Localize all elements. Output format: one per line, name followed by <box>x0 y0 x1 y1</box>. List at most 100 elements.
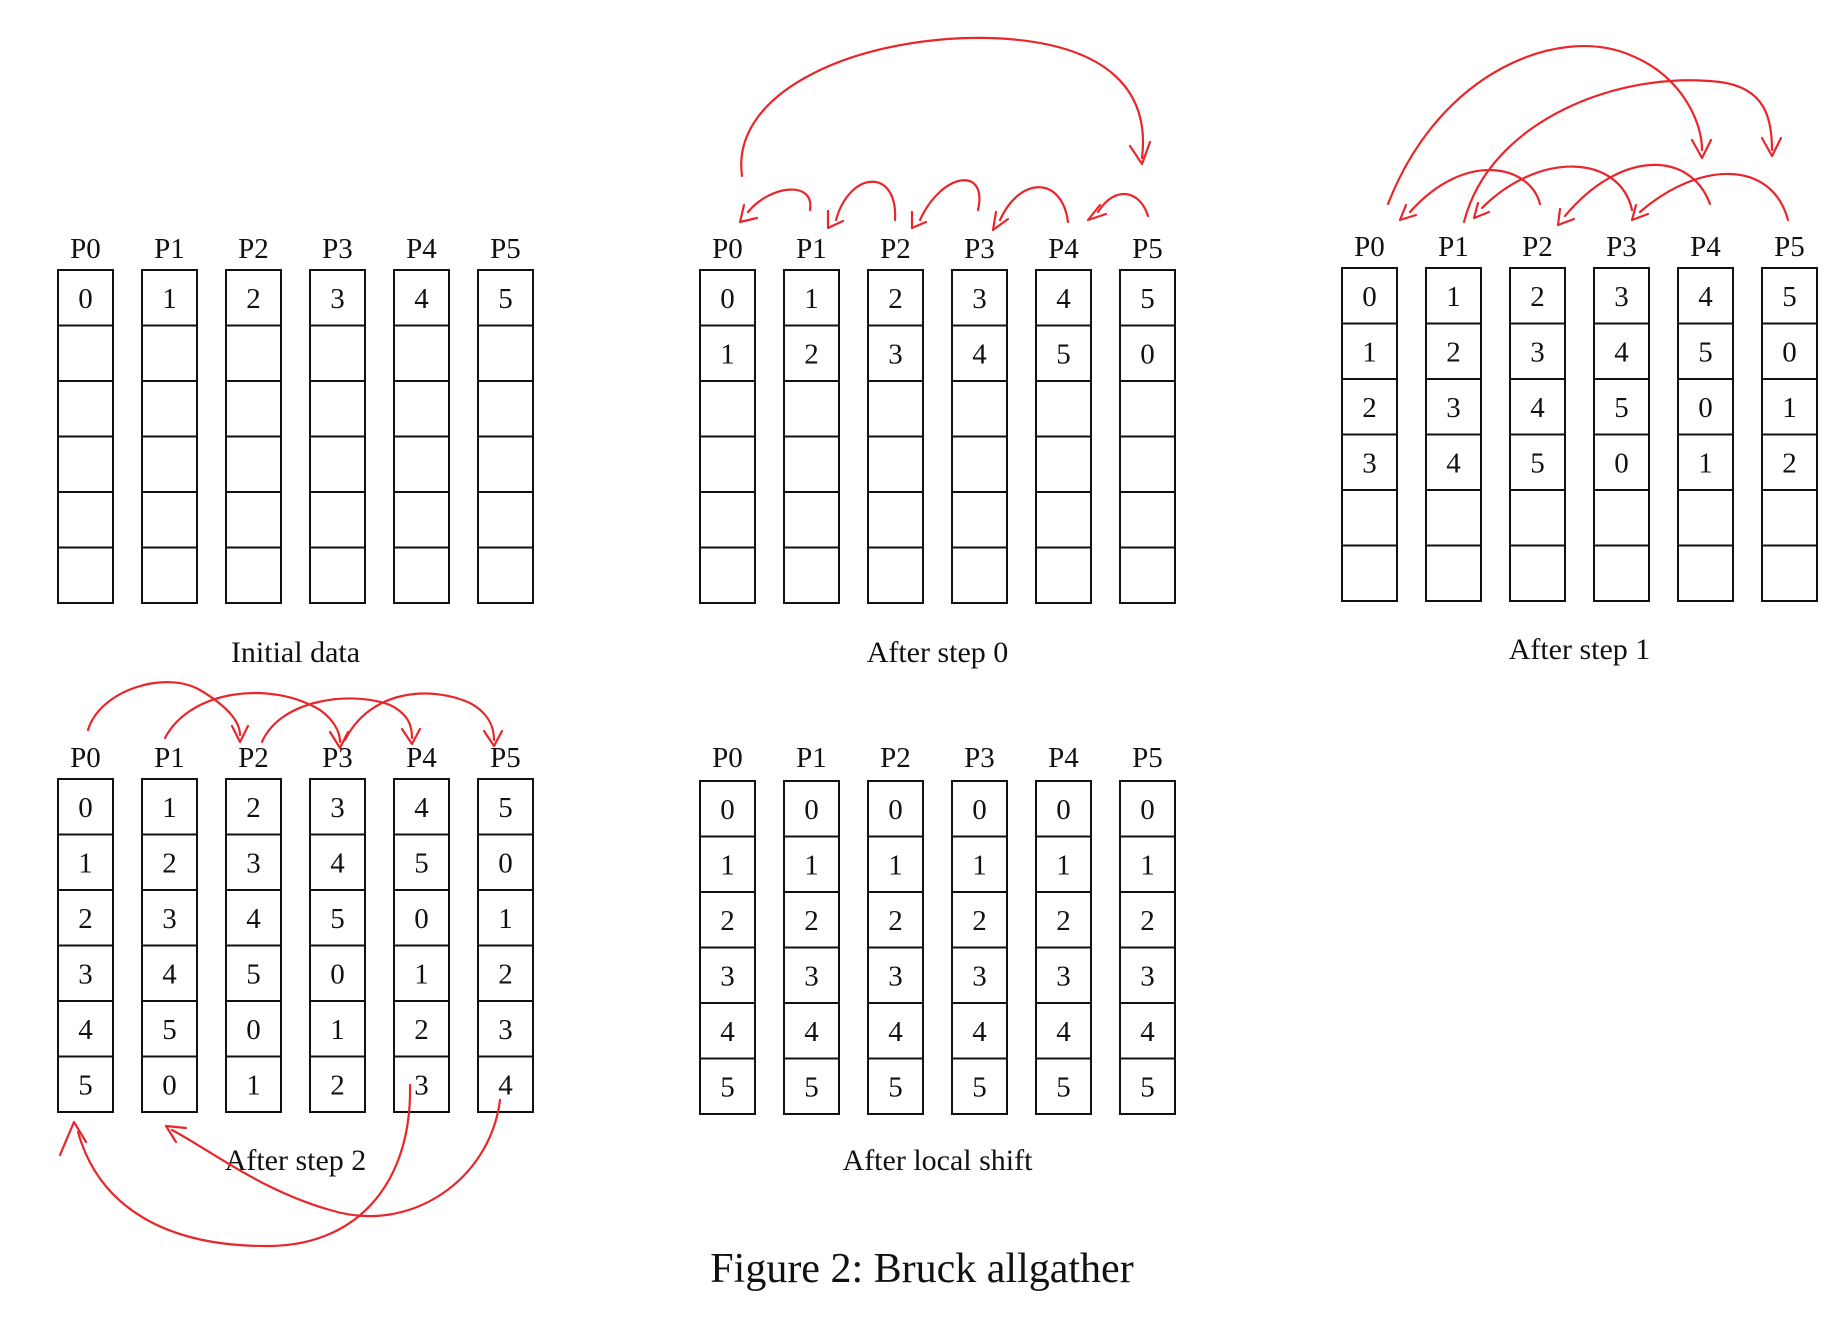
cell-value: 2 <box>804 905 819 937</box>
buffer-cell <box>1035 1057 1092 1115</box>
panel-caption: After step 1 <box>1509 633 1651 666</box>
cell-value: 0 <box>1140 794 1155 826</box>
buffer-cell <box>951 946 1008 1004</box>
buffer-cell <box>393 833 450 891</box>
cell-value: 4 <box>1056 283 1071 315</box>
cell-value: 2 <box>330 1069 345 1101</box>
cell-value: 4 <box>78 1014 93 1046</box>
buffer-cell <box>867 435 924 493</box>
arrow-step1-p4-to-p2-head <box>1556 207 1576 227</box>
cell-value: 1 <box>162 283 177 315</box>
arrow-step2-p5-to-p1-head <box>164 1124 188 1144</box>
cell-value: 1 <box>1140 849 1155 881</box>
buffer-cell <box>393 944 450 1002</box>
buffer-cell <box>951 546 1008 604</box>
buffer-cell <box>699 1057 756 1115</box>
buffer-cell <box>1677 378 1734 436</box>
cell-value: 3 <box>972 283 987 315</box>
cell-value: 0 <box>720 794 735 826</box>
buffer-cell <box>1341 544 1398 602</box>
cell-value: 5 <box>804 1071 819 1103</box>
buffer-cell <box>1425 544 1482 602</box>
arrow-step2-p4-to-p0-head <box>58 1120 88 1157</box>
arrow-step1-p4-to-p2 <box>1563 163 1712 218</box>
buffer-cell <box>867 491 924 549</box>
cell-value: 1 <box>414 958 429 990</box>
process-label: P4 <box>1048 742 1079 774</box>
cell-value: 4 <box>804 1016 819 1048</box>
cell-value: 3 <box>1446 392 1461 424</box>
buffer-cell <box>783 491 840 549</box>
cell-value: 3 <box>498 1014 513 1046</box>
cell-value: 3 <box>1056 960 1071 992</box>
buffer-cell <box>1119 1002 1176 1060</box>
cell-value: 3 <box>78 958 93 990</box>
panel-3: P0012345P1123450P2234501P3345012P4450123… <box>57 742 534 1177</box>
cell-value: 2 <box>414 1014 429 1046</box>
buffer-cell <box>1509 267 1566 325</box>
buffer-cell <box>393 380 450 438</box>
cell-value: 2 <box>78 903 93 935</box>
arrow-step0-p5-to-p4-head <box>1086 203 1108 222</box>
figure-caption: Figure 2: Bruck allgather <box>710 1246 1133 1292</box>
buffer-cell <box>477 944 534 1002</box>
buffer-cell <box>1761 267 1818 325</box>
buffer-cell <box>309 546 366 604</box>
process-label: P5 <box>1132 233 1163 265</box>
process-label: P3 <box>322 742 353 774</box>
cell-value: 5 <box>1140 283 1155 315</box>
cell-value: 1 <box>804 849 819 881</box>
buffer-cell <box>1119 946 1176 1004</box>
buffer-cell <box>477 324 534 382</box>
cell-value: 2 <box>246 792 261 824</box>
buffer-cell <box>309 324 366 382</box>
buffer-cell <box>477 269 534 327</box>
cell-value: 5 <box>330 903 345 935</box>
buffer-cell <box>141 944 198 1002</box>
panel-caption: After step 0 <box>867 636 1009 669</box>
process-label: P5 <box>490 233 521 265</box>
arrow-step1-p5-to-p3-head <box>1630 203 1650 222</box>
cell-value: 2 <box>1530 281 1545 313</box>
buffer-cell <box>393 491 450 549</box>
buffer-cell <box>57 435 114 493</box>
cell-value: 4 <box>246 903 261 935</box>
buffer-cell <box>699 380 756 438</box>
arrow-step2-p1-to-p3 <box>163 691 342 744</box>
buffer-cell <box>951 491 1008 549</box>
step-1-arrows <box>1386 45 1790 227</box>
cell-value: 4 <box>162 958 177 990</box>
cell-value: 0 <box>1614 447 1629 479</box>
cell-value: 5 <box>1530 447 1545 479</box>
cell-value: 1 <box>246 1069 261 1101</box>
buffer-cell <box>1341 433 1398 491</box>
buffer-cell <box>57 1055 114 1113</box>
arrow-step1-p2-to-p0 <box>1408 169 1542 214</box>
buffer-cell <box>1425 489 1482 547</box>
process-label: P0 <box>70 742 101 774</box>
process-label: P5 <box>1774 231 1805 263</box>
buffer-cell <box>783 380 840 438</box>
buffer-cell <box>1119 835 1176 893</box>
buffer-cell <box>225 435 282 493</box>
process-label: P1 <box>796 742 827 774</box>
arrow-step0-p4-to-p3 <box>998 186 1070 224</box>
cell-value: 5 <box>1614 392 1629 424</box>
cell-value: 0 <box>972 794 987 826</box>
buffer-cell <box>141 435 198 493</box>
cell-value: 1 <box>1056 849 1071 881</box>
buffer-cell <box>393 324 450 382</box>
step-2-arrows <box>58 681 504 1248</box>
cell-value: 2 <box>1782 447 1797 479</box>
buffer-cell <box>393 435 450 493</box>
cell-value: 1 <box>78 847 93 879</box>
buffer-cell <box>309 1055 366 1113</box>
cell-value: 3 <box>1614 281 1629 313</box>
buffer-cell <box>1341 322 1398 380</box>
buffer-cell <box>951 435 1008 493</box>
cell-value: 2 <box>162 847 177 879</box>
buffer-cell <box>783 546 840 604</box>
cell-value: 5 <box>1698 336 1713 368</box>
process-label: P0 <box>712 742 743 774</box>
